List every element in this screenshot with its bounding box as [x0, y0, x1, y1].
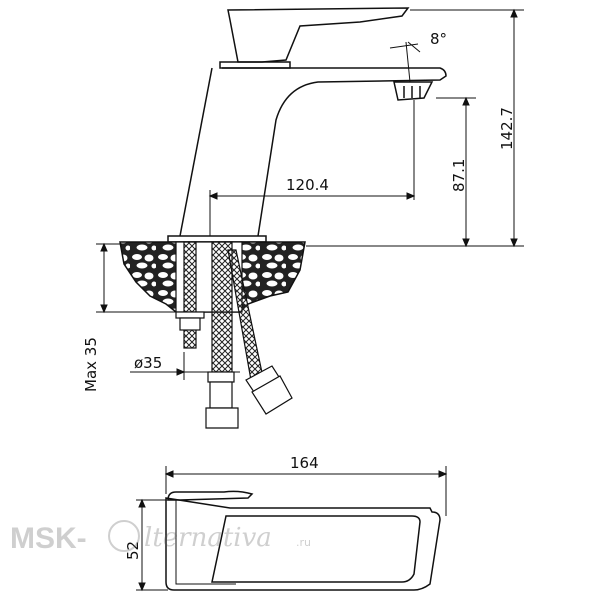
watermark-logo-icon	[108, 520, 140, 552]
fitting-left	[209, 381, 233, 409]
top-outline	[165, 497, 441, 591]
faucet-side-view	[167, 7, 447, 243]
max-thickness-label: Max 35	[82, 337, 100, 392]
handle-top	[211, 515, 421, 583]
base-plate	[167, 235, 267, 243]
hose-left	[211, 241, 233, 373]
mounting-hardware	[175, 241, 293, 429]
spout	[222, 67, 447, 237]
connector-left	[205, 407, 239, 429]
faucet-top-view	[165, 490, 441, 591]
dimension-lines	[96, 8, 524, 380]
lever-handle	[227, 7, 410, 63]
washer	[175, 311, 205, 319]
dimension-labels: 120.4 87.1 142.7 Max 35 ø35	[82, 107, 516, 392]
aerator	[393, 81, 434, 101]
spout-height-label: 87.1	[450, 159, 468, 192]
tilt-angle-label: 8°	[430, 30, 447, 48]
hole-diameter-label: ø35	[134, 354, 162, 372]
tilt-angle-mark: 8°	[389, 30, 447, 83]
total-height-label: 142.7	[498, 107, 516, 150]
connector-right	[251, 375, 293, 415]
top-view-dimensions	[136, 466, 448, 592]
watermark-domain: .ru	[296, 536, 311, 549]
width-label: 52	[124, 541, 142, 560]
threaded-stud	[183, 241, 197, 349]
watermark-script: lternativa	[144, 523, 272, 553]
watermark-brand: MSK-	[10, 522, 87, 555]
body-front	[179, 67, 213, 237]
nut	[179, 317, 201, 331]
body-cap	[219, 61, 291, 69]
spout-reach-label: 120.4	[286, 176, 329, 194]
watermark: MSK- lternativa .ru	[10, 520, 311, 555]
length-label: 164	[290, 454, 319, 472]
